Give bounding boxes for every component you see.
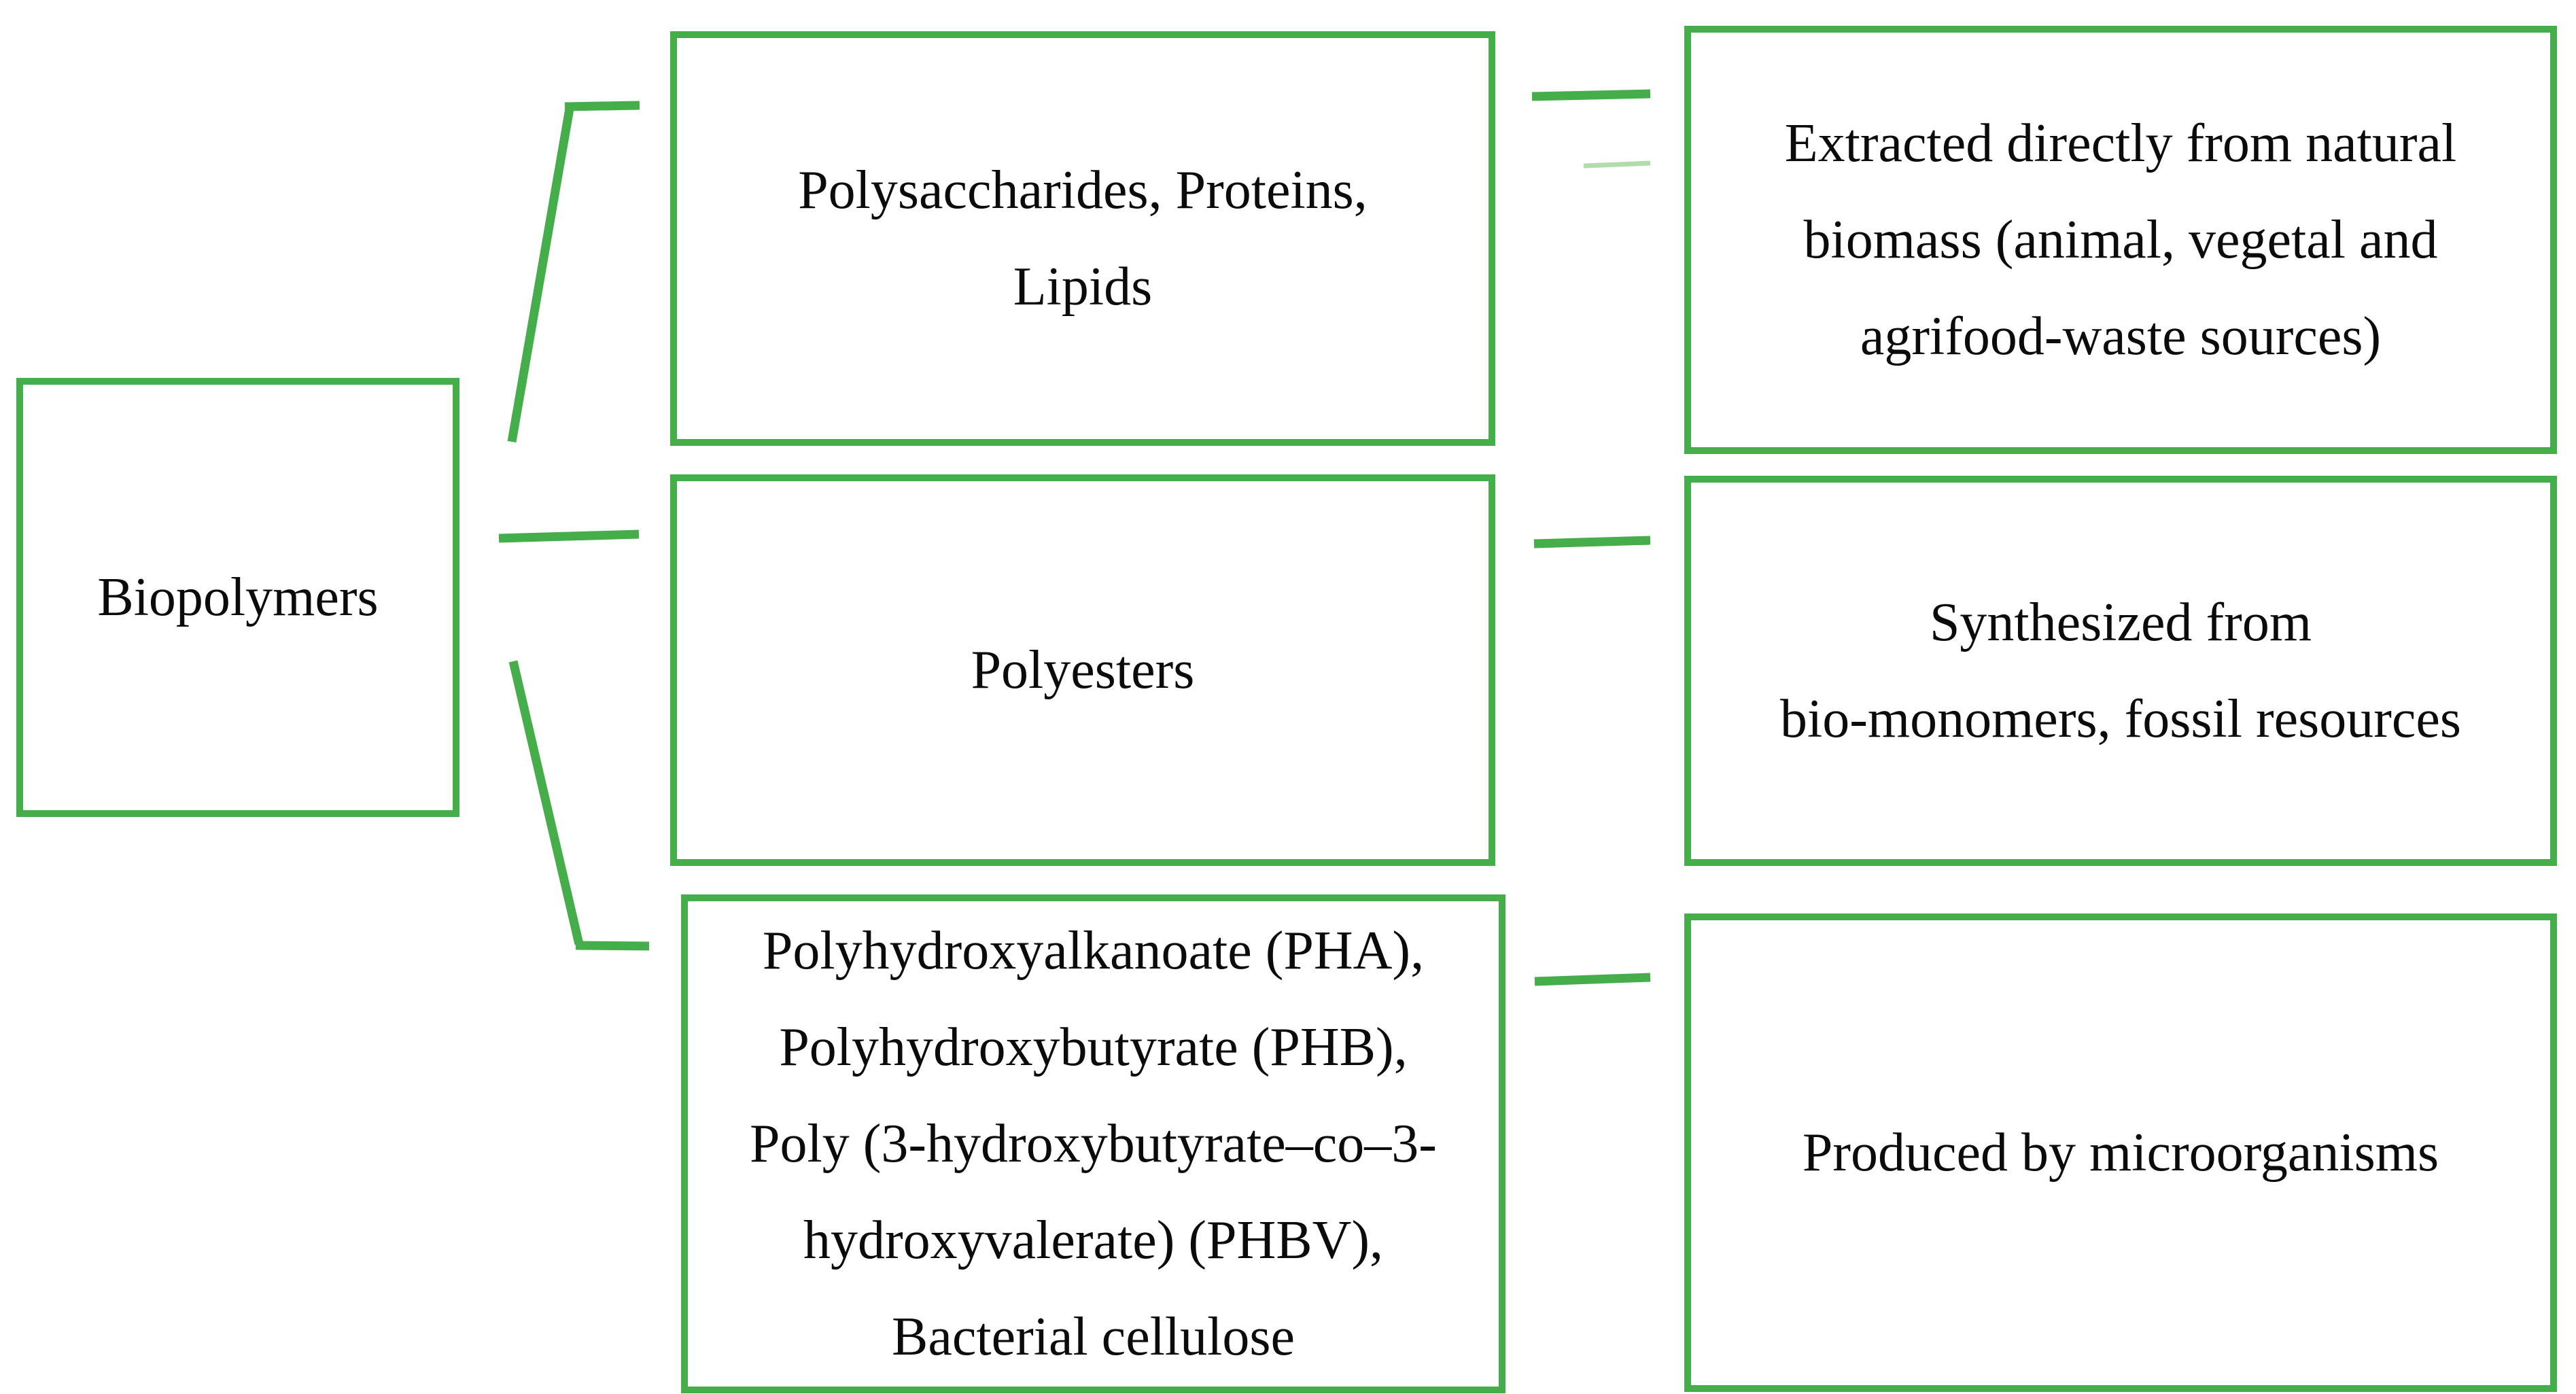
source-box-3-text: Produced by microorganisms	[1803, 1104, 2439, 1201]
connector-root-to-type3-horizontal	[575, 941, 650, 951]
type-box-3-line: Bacterial cellulose	[891, 1307, 1295, 1367]
type-box-1-line: Polysaccharides, Proteins,	[798, 160, 1368, 220]
source-box-extracted-biomass: Extracted directly from natural biomass …	[1684, 26, 2557, 454]
source-box-synthesized: Synthesized from bio-monomers, fossil re…	[1684, 476, 2557, 866]
type-box-2-line: Polyesters	[971, 640, 1195, 700]
source-box-2-line: bio-monomers, fossil resources	[1779, 689, 2462, 749]
connector-type2-to-source2	[1533, 536, 1651, 548]
connector-type3-to-source3	[1534, 973, 1651, 986]
root-label: Biopolymers	[97, 568, 379, 627]
root-box-text: Biopolymers	[97, 549, 378, 646]
connector-root-to-type1-diagonal	[507, 107, 574, 443]
type-box-polyesters: Polyesters	[670, 474, 1495, 866]
connector-root-to-type2	[498, 529, 640, 543]
type-box-1-line: Lipids	[1013, 257, 1153, 317]
root-box: Biopolymers	[16, 378, 459, 817]
type-box-3-text: Polyhydroxyalkanoate (PHA), Polyhydroxyb…	[750, 903, 1437, 1385]
type-box-1-text: Polysaccharides, Proteins, Lipids	[798, 142, 1368, 335]
type-box-natural-polymers: Polysaccharides, Proteins, Lipids	[670, 31, 1495, 446]
source-box-microorganisms: Produced by microorganisms	[1684, 913, 2557, 1392]
source-box-3-line: Produced by microorganisms	[1802, 1123, 2439, 1183]
marker-stroke-artifact	[1583, 160, 1651, 169]
type-box-3-line: hydroxyvalerate) (PHBV),	[803, 1210, 1384, 1270]
source-box-1-line: agrifood-waste sources)	[1860, 307, 2382, 366]
source-box-1-line: Extracted directly from natural	[1784, 114, 2457, 173]
source-box-2-text: Synthesized from bio-monomers, fossil re…	[1780, 574, 2461, 767]
connector-type1-to-source1	[1531, 89, 1651, 101]
source-box-1-line: biomass (animal, vegetal and	[1803, 210, 2438, 270]
connector-root-to-type1-horizontal	[564, 101, 640, 111]
source-box-1-text: Extracted directly from natural biomass …	[1785, 95, 2456, 385]
type-box-3-line: Polyhydroxybutyrate (PHB),	[779, 1017, 1408, 1077]
type-box-microbial-polymers: Polyhydroxyalkanoate (PHA), Polyhydroxyb…	[681, 894, 1505, 1393]
type-box-2-text: Polyesters	[971, 622, 1195, 718]
type-box-3-line: Polyhydroxyalkanoate (PHA),	[762, 921, 1425, 981]
type-box-3-line: Poly (3-hydroxybutyrate–co–3-	[750, 1114, 1437, 1174]
source-box-2-line: Synthesized from	[1929, 593, 2312, 652]
connector-root-to-type3-diagonal	[508, 660, 584, 945]
